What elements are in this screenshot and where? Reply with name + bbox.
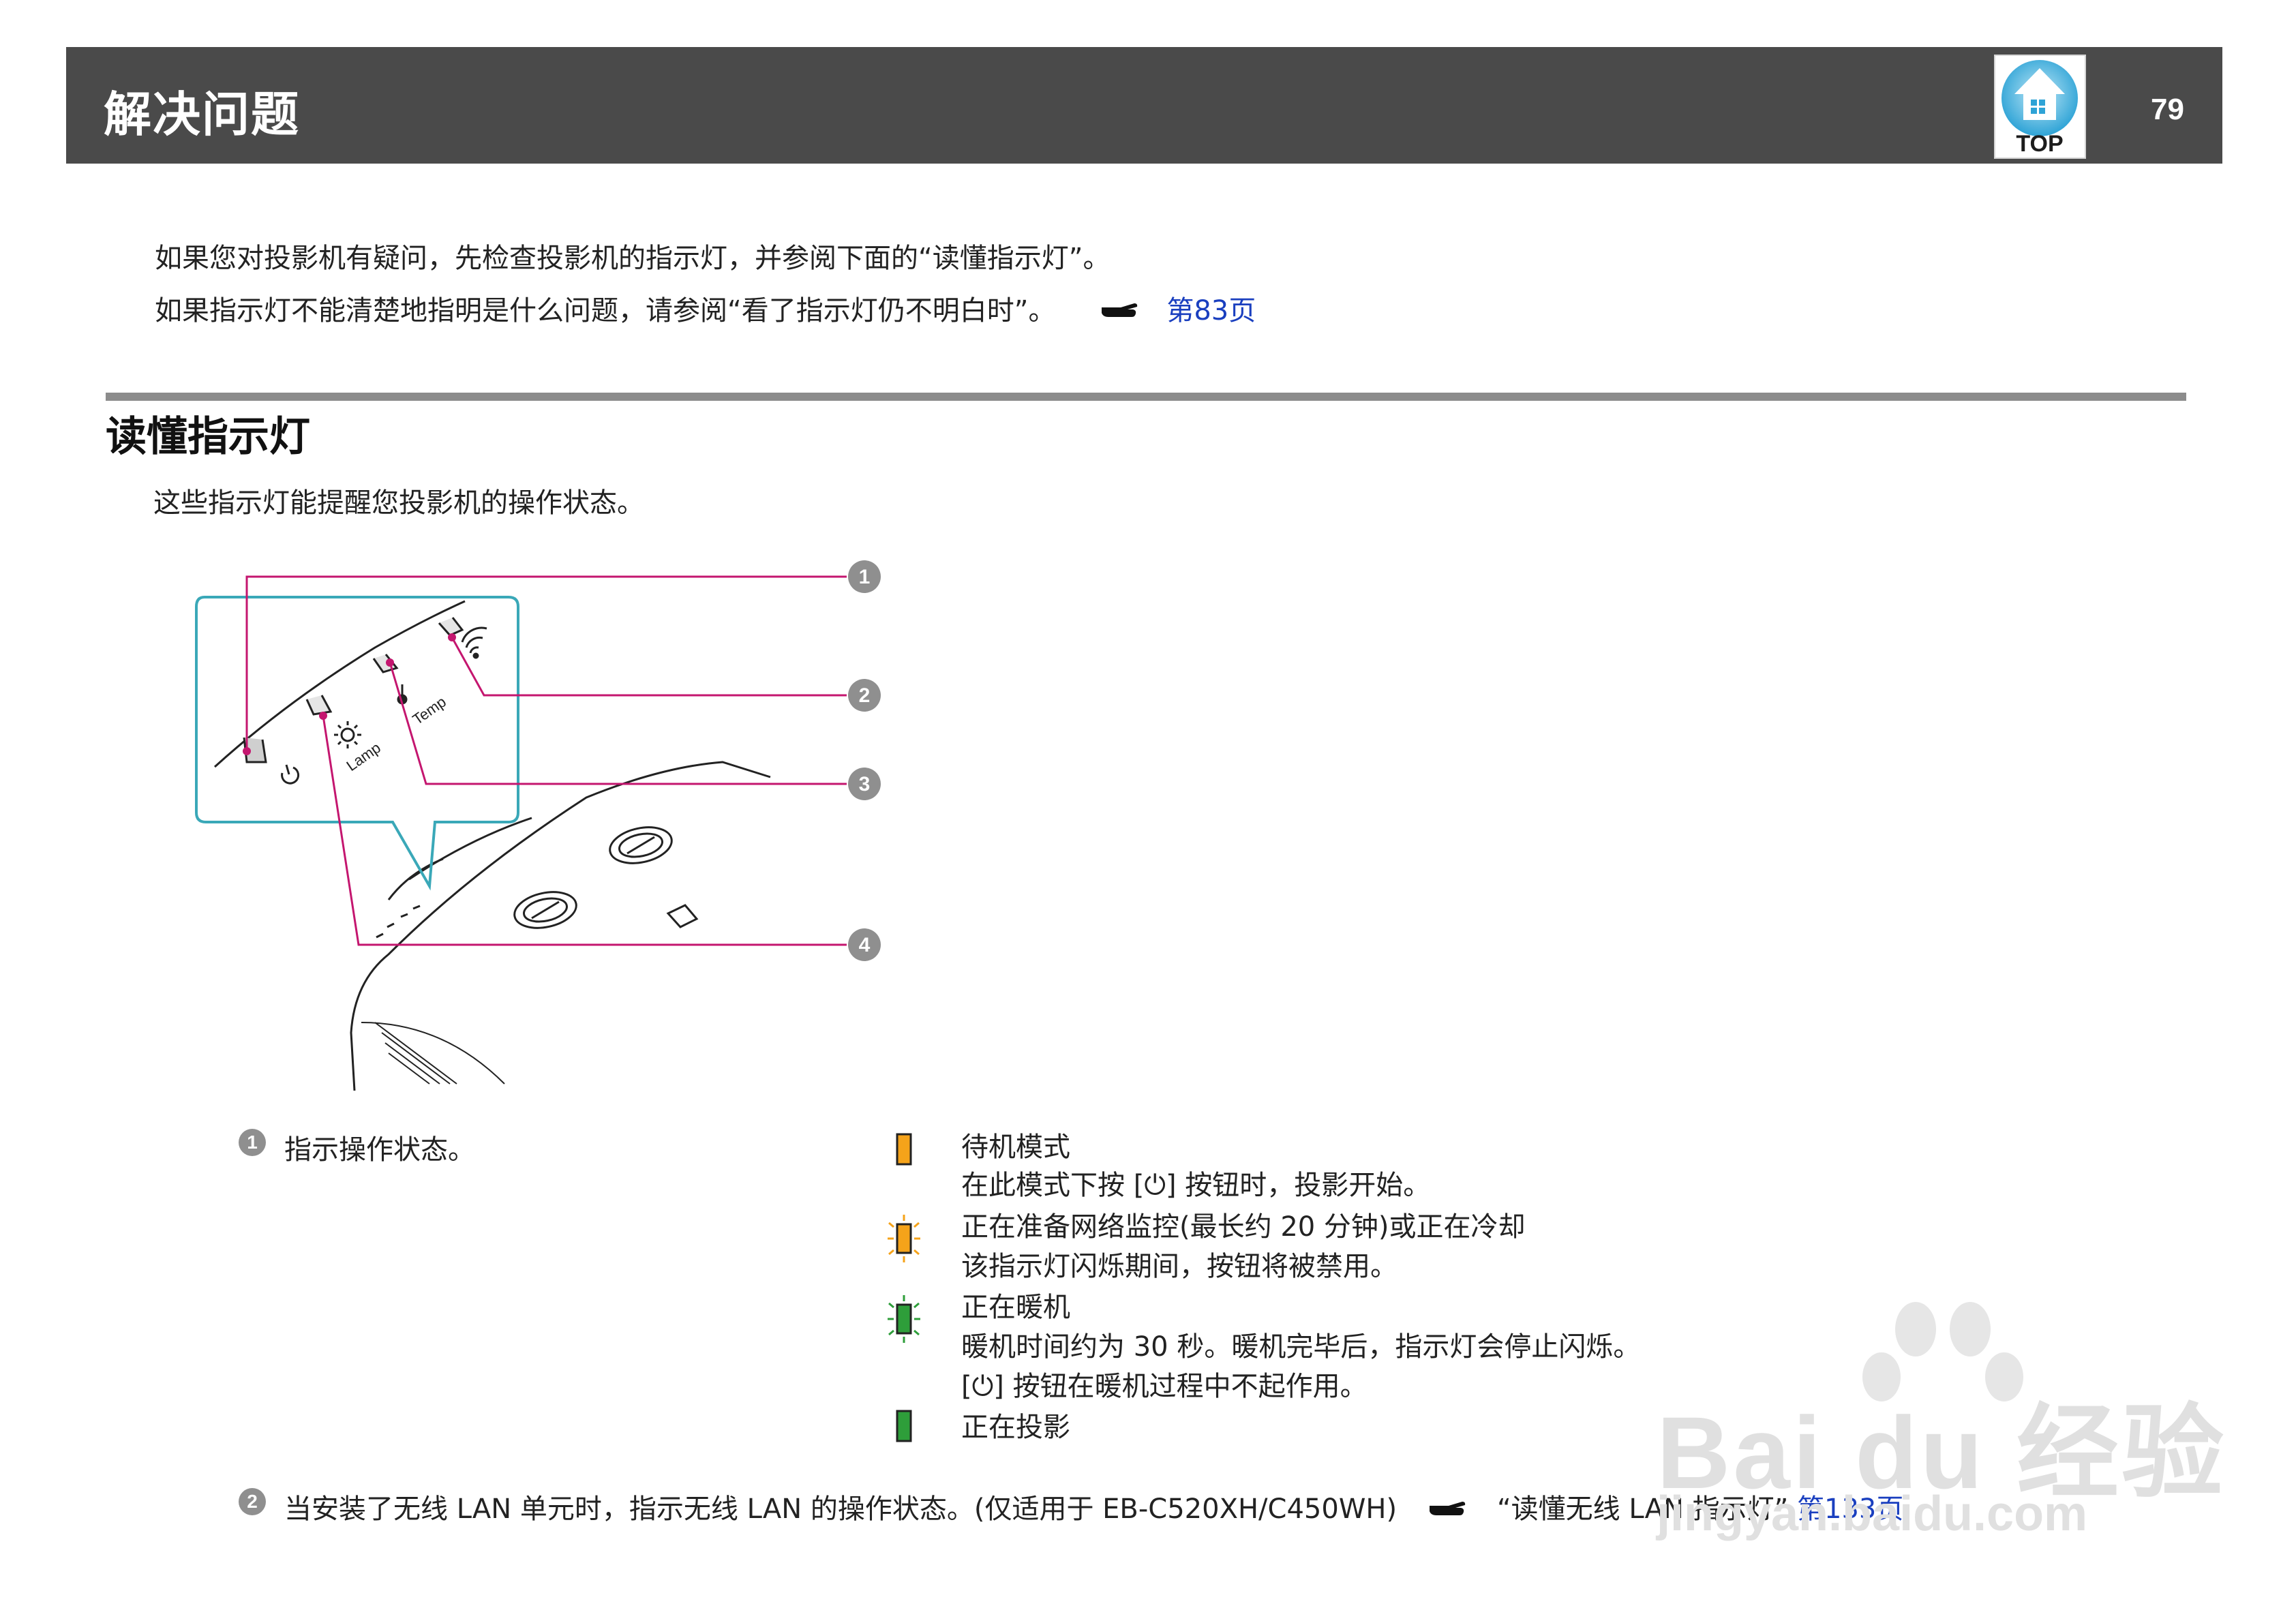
item-2-reference: “读懂无线 LAN 指示灯” xyxy=(1496,1493,1789,1525)
page-133-link[interactable]: 第133页 xyxy=(1797,1493,1904,1525)
intro-line-2: 如果指示灯不能清楚地指明是什么问题，请参阅“看了指示灯仍不明白时”。 第83页 xyxy=(155,288,1256,328)
hand-pointer-icon xyxy=(1101,303,1138,317)
zoom-frame xyxy=(195,596,519,891)
section-description: 这些指示灯能提醒您投影机的操作状态。 xyxy=(153,487,644,519)
projector-buttons xyxy=(513,826,699,929)
callout-lines xyxy=(245,575,847,946)
callout-2: 2 xyxy=(848,679,881,712)
svg-text:4: 4 xyxy=(859,934,871,956)
baidu-watermark: Bai du 经验 jingyan.baidu.com xyxy=(1657,1288,2250,1550)
home-icon: TOP xyxy=(2002,60,2078,157)
item-2-text: 当安装了无线 LAN 单元时，指示无线 LAN 的操作状态。(仅适用于 EB-C… xyxy=(284,1487,1903,1526)
green-blinking-indicator-icon xyxy=(888,1295,920,1343)
status-projecting-title: 正在投影 xyxy=(961,1412,1070,1443)
intro-line-2-text: 如果指示灯不能清楚地指明是什么问题，请参阅“看了指示灯仍不明白时”。 xyxy=(155,295,1056,327)
section-title: 读懂指示灯 xyxy=(106,413,310,461)
top-button-label: TOP xyxy=(2016,131,2063,157)
status-warmup-detail-1: 暖机时间约为 30 秒。暖机完毕后，指示灯会停止闪烁。 xyxy=(961,1331,1641,1363)
section-divider xyxy=(106,393,2186,401)
green-steady-indicator-icon xyxy=(896,1410,912,1442)
item-2-description: 当安装了无线 LAN 单元时，指示无线 LAN 的操作状态。(仅适用于 EB-C… xyxy=(284,1493,1398,1525)
page-title: 解决问题 xyxy=(104,87,300,142)
header-bar xyxy=(66,47,2222,164)
svg-text:3: 3 xyxy=(859,773,871,795)
callout-dots xyxy=(243,633,456,755)
indicator-diagram: Lamp Temp 1 2 3 4 xyxy=(195,560,881,1091)
orange-steady-indicator-icon xyxy=(896,1133,912,1166)
svg-text:1: 1 xyxy=(859,566,871,588)
lamp-label: Lamp xyxy=(344,739,384,774)
status-warmup-title: 正在暖机 xyxy=(961,1292,1070,1323)
intro-line-1: 如果您对投影机有疑问，先检查投影机的指示灯，并参阅下面的“读懂指示灯”。 xyxy=(155,243,1111,274)
callout-3: 3 xyxy=(848,768,881,800)
page-83-link[interactable]: 第83页 xyxy=(1166,295,1256,327)
callout-1: 1 xyxy=(848,560,881,593)
status-standby-detail: 在此模式下按 [⏻] 按钮时，投影开始。 xyxy=(961,1170,1431,1201)
baidu-paw-logo xyxy=(1862,1302,2023,1401)
temp-label: Temp xyxy=(410,693,449,728)
lamp-icon xyxy=(334,721,361,748)
projector-body xyxy=(350,761,771,1091)
status-preparing-detail: 该指示灯闪烁期间，按钮将被禁用。 xyxy=(961,1251,1398,1282)
status-standby-title: 待机模式 xyxy=(961,1132,1070,1163)
body-indicator-marks xyxy=(376,905,421,939)
hand-pointer-icon xyxy=(1429,1502,1465,1515)
watermark-url: jingyan.baidu.com xyxy=(1657,1487,2088,1541)
orange-blinking-indicator-icon xyxy=(888,1215,920,1262)
wireless-icon xyxy=(461,626,487,659)
item-2-number: 2 xyxy=(239,1488,266,1515)
item-1-number: 1 xyxy=(239,1129,266,1156)
watermark-brand: Bai du 经验 xyxy=(1657,1395,2227,1510)
callout-4: 4 xyxy=(848,928,881,961)
item-1-text: 指示操作状态。 xyxy=(284,1134,475,1166)
status-preparing-title: 正在准备网络监控(最长约 20 分钟)或正在冷却 xyxy=(961,1211,1526,1243)
power-icon xyxy=(281,764,300,785)
page-number: 79 xyxy=(2151,93,2184,126)
svg-text:2: 2 xyxy=(859,684,871,707)
status-warmup-detail-2: [⏻] 按钮在暖机过程中不起作用。 xyxy=(961,1371,1368,1402)
top-button[interactable]: TOP xyxy=(1994,55,2086,159)
